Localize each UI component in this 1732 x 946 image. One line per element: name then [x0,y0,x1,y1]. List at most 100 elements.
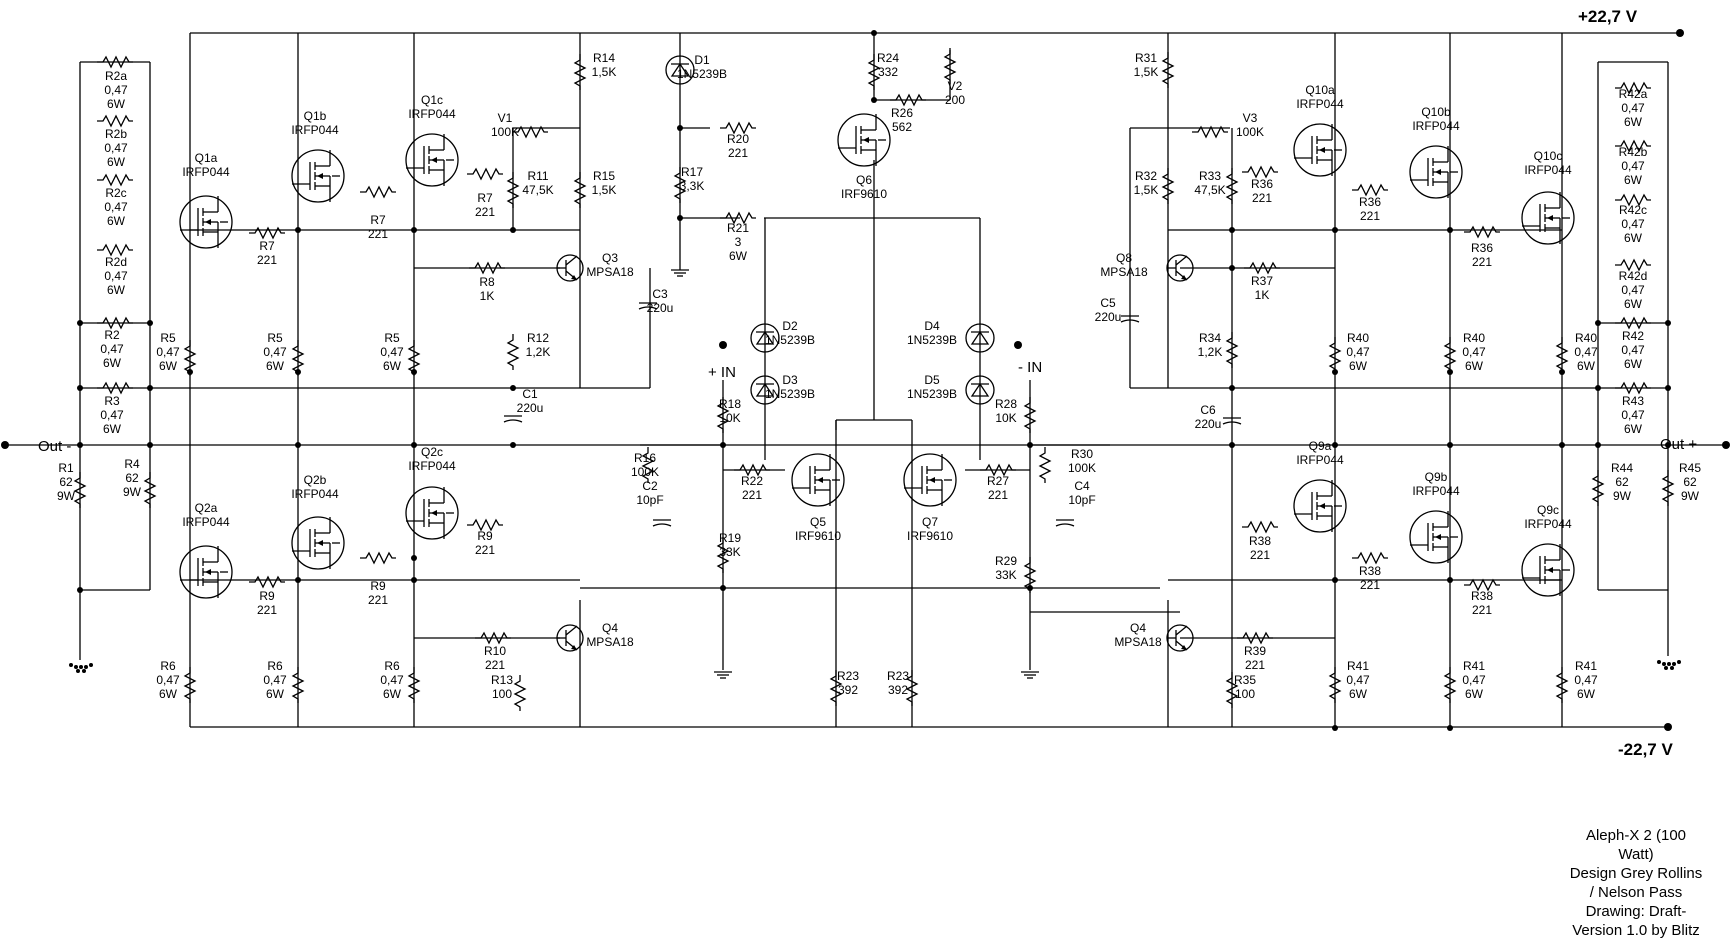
r15-label-line: 1,5K [592,183,617,197]
r20-label-line: 221 [728,146,748,160]
r36-label-line: R36 [1359,195,1381,209]
r42b-label-line: 0,47 [1621,159,1645,173]
q6-label-line: IRF9610 [841,187,887,201]
q9b-label-line: Q9b [1425,470,1448,484]
r40-label-line: 0,47 [1462,345,1486,359]
r36-c-resistor [1463,226,1501,238]
r41-label-line: R41 [1347,659,1369,673]
d1-label-line: D1 [694,53,710,67]
r13-label-line: R13 [491,673,513,687]
q9a-mosfet [1293,479,1347,533]
out-plus-label: Out + [1660,436,1697,453]
negative-rail-label: -22,7 V [1618,740,1673,759]
r41-label-line: 6W [1577,687,1596,701]
r41-label-line: 0,47 [1346,673,1370,687]
c6-label-line: 220u [1195,417,1222,431]
positive-rail [190,29,1684,37]
q1a-label-line: Q1a [195,151,218,165]
q3-label-line: Q3 [602,251,618,265]
out-minus-label: Out - [38,438,71,455]
r2d-label-line: 0,47 [104,269,128,283]
r14-label-line: R14 [593,51,615,65]
r5-label-line: 6W [383,359,402,373]
r40-label-line: 6W [1349,359,1368,373]
r2c-label-line: R2c [105,186,126,200]
r39-label-line: R39 [1244,644,1266,658]
q7-label-line: Q7 [922,515,938,529]
r9-b-resistor [359,552,397,564]
r22-label-line: 221 [742,488,762,502]
r30-label-line: 100K [1068,461,1096,475]
v1-label-line: V1 [498,111,513,125]
r36-label-line: R36 [1251,177,1273,191]
r38-b-resistor [1351,552,1389,564]
ground-left [69,663,93,673]
c3-label-line: 220u [647,301,674,315]
r18-label-line: 10K [719,411,740,425]
v3-label-line: 100K [1236,125,1264,139]
r42-label-line: 0,47 [1621,343,1645,357]
r12-label-line: R12 [527,331,549,345]
r40-label-line: R40 [1463,331,1485,345]
r42a-label-line: R42a [1619,87,1648,101]
v3-label-line: V3 [1243,111,1258,125]
r8-label-line: 1K [480,289,495,303]
title-line-4: / Nelson Pass [1590,884,1683,901]
q9c-mosfet [1521,543,1575,597]
r11-label-line: R11 [527,169,548,183]
q4l-label-line: Q4 [602,621,618,635]
c1-label-line: 220u [517,401,544,415]
v2-label-line: V2 [948,79,963,93]
q1c-label-line: Q1c [421,93,443,107]
in-minus-label: - IN [1018,359,1042,376]
r2a-label-line: 0,47 [104,83,128,97]
q10b-label-line: Q10b [1421,105,1451,119]
r21-label-line: 6W [729,249,748,263]
q2b-mosfet [291,516,345,570]
r35-label-line: R35 [1234,673,1256,687]
r5-label-line: R5 [267,331,283,345]
c1-capacitor [503,415,523,423]
r29-label-line: 33K [995,568,1016,582]
r38-label-line: 221 [1472,603,1492,617]
r14-label-line: 1,5K [592,65,617,79]
r38-label-line: R38 [1471,589,1493,603]
c1-label-line: C1 [522,387,538,401]
r31-label-line: R31 [1135,51,1157,65]
v2-label-line: 200 [945,93,965,107]
r40-label-line: 6W [1465,359,1484,373]
r9-label-line: R9 [370,579,386,593]
r5-label-line: 0,47 [380,345,404,359]
r38-label-line: 221 [1360,578,1380,592]
c5-label-line: C5 [1100,296,1116,310]
